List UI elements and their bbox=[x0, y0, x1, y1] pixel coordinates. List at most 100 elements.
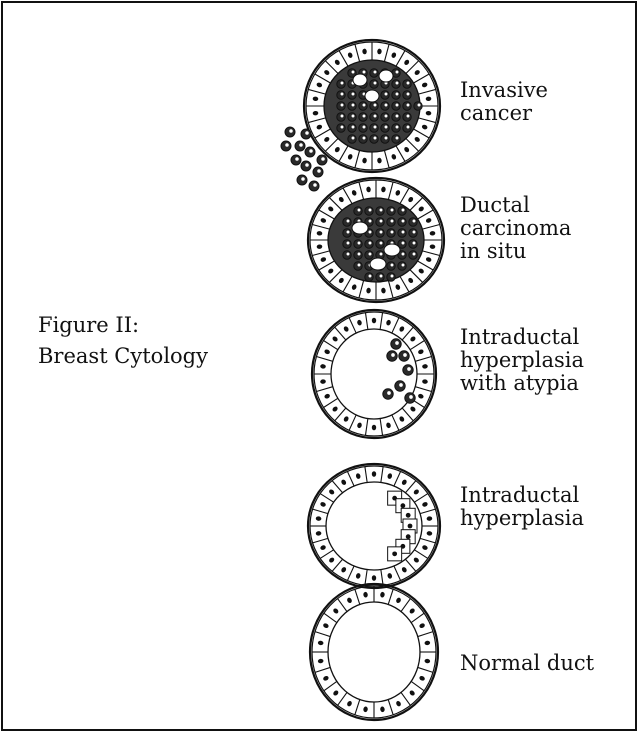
cell-nucleus bbox=[409, 335, 416, 342]
carcinoma-cell-highlight bbox=[385, 126, 388, 129]
cell-wall bbox=[343, 188, 352, 204]
cell-nucleus bbox=[381, 186, 386, 192]
carcinoma-cell-highlight bbox=[369, 242, 372, 245]
duct-lumen-boundary bbox=[328, 602, 420, 702]
cell-wall bbox=[396, 146, 405, 162]
duct-basement-line bbox=[312, 586, 436, 718]
cell-nucleus bbox=[355, 473, 361, 480]
carcinoma-cell-highlight bbox=[396, 93, 399, 96]
carcinoma-cell-highlight bbox=[402, 220, 405, 223]
cell-wall bbox=[343, 276, 352, 292]
atypical-cell-highlight bbox=[387, 391, 391, 395]
cell-nucleus bbox=[328, 557, 335, 564]
carcinoma-cell-highlight bbox=[352, 137, 355, 140]
cell-nucleus bbox=[362, 157, 367, 163]
cell-wall bbox=[414, 129, 430, 138]
cell-nucleus bbox=[328, 488, 335, 495]
cell-nucleus bbox=[387, 573, 393, 580]
carcinoma-cell-highlight bbox=[341, 115, 344, 118]
cell-nucleus bbox=[318, 658, 324, 663]
carcinoma-cell-highlight bbox=[407, 93, 410, 96]
cell-wall bbox=[410, 340, 424, 349]
carcinoma-cell-highlight bbox=[347, 242, 350, 245]
carcinoma-cell-highlight bbox=[347, 231, 350, 234]
cell-nucleus bbox=[318, 640, 324, 645]
cell-wall bbox=[339, 146, 348, 162]
cell-nucleus bbox=[413, 557, 420, 564]
lumen-space bbox=[365, 90, 379, 102]
cell-nucleus bbox=[418, 206, 425, 213]
cell-nucleus bbox=[418, 268, 425, 275]
cell-wall bbox=[316, 387, 332, 392]
duct-basement-line bbox=[314, 312, 434, 436]
cell-nucleus bbox=[338, 277, 345, 284]
cell-wall bbox=[308, 118, 325, 123]
carcinoma-cell-highlight bbox=[352, 104, 355, 107]
cell-nucleus bbox=[377, 157, 382, 163]
carcinoma-cell-highlight bbox=[402, 264, 405, 267]
cell-nucleus bbox=[417, 393, 424, 399]
cell-nucleus bbox=[425, 96, 431, 101]
carcinoma-cell-highlight bbox=[363, 137, 366, 140]
cell-wall bbox=[420, 509, 435, 514]
cell-wall bbox=[384, 44, 389, 61]
invading-cell-highlight bbox=[305, 131, 309, 135]
carcinoma-cell-highlight bbox=[413, 242, 416, 245]
cell-wall bbox=[400, 276, 409, 292]
cell-nucleus bbox=[422, 364, 428, 369]
cell-nucleus bbox=[332, 335, 339, 342]
cell-nucleus bbox=[407, 277, 414, 284]
cell-nucleus bbox=[316, 244, 322, 249]
cell-wall bbox=[315, 632, 330, 637]
cell-nucleus bbox=[320, 501, 327, 507]
invading-cell-highlight bbox=[289, 129, 293, 133]
cell-wall bbox=[315, 667, 330, 672]
carcinoma-cell-highlight bbox=[391, 220, 394, 223]
cell-nucleus bbox=[315, 516, 321, 521]
cell-wall bbox=[315, 74, 331, 83]
cell-nucleus bbox=[357, 422, 363, 429]
cell-nucleus bbox=[406, 534, 411, 539]
cell-wall bbox=[349, 415, 356, 430]
cell-nucleus bbox=[386, 319, 392, 326]
duct-illustration-normal-duct bbox=[296, 580, 456, 720]
cell-nucleus bbox=[343, 325, 350, 332]
cell-nucleus bbox=[429, 231, 435, 236]
carcinoma-cell-highlight bbox=[374, 71, 377, 74]
cell-nucleus bbox=[327, 268, 334, 275]
cell-wall bbox=[392, 415, 399, 430]
cell-wall bbox=[380, 419, 382, 436]
cell-wall bbox=[316, 357, 332, 362]
cell-nucleus bbox=[320, 217, 327, 223]
cell-wall bbox=[411, 681, 424, 690]
cell-nucleus bbox=[320, 379, 326, 384]
lumen-space bbox=[370, 258, 386, 270]
cell-nucleus bbox=[386, 422, 392, 429]
cell-wall bbox=[394, 566, 401, 581]
carcinoma-cell-highlight bbox=[407, 104, 410, 107]
atypical-cell-highlight bbox=[407, 367, 411, 371]
cell-nucleus bbox=[362, 48, 367, 54]
duct-illustration-dcis bbox=[296, 170, 456, 310]
carcinoma-cell-highlight bbox=[413, 220, 416, 223]
cell-wall bbox=[381, 467, 383, 483]
carcinoma-cell-highlight bbox=[358, 253, 361, 256]
cell-nucleus bbox=[395, 284, 401, 291]
carcinoma-cell-highlight bbox=[391, 209, 394, 212]
atypical-cell-highlight bbox=[391, 353, 395, 357]
cell-wall bbox=[347, 471, 354, 486]
cell-nucleus bbox=[346, 700, 352, 707]
cell-wall bbox=[384, 150, 389, 167]
carcinoma-cell-highlight bbox=[341, 126, 344, 129]
cell-nucleus bbox=[387, 473, 393, 480]
cell-nucleus bbox=[421, 544, 428, 550]
carcinoma-cell-highlight bbox=[380, 209, 383, 212]
cell-wall bbox=[414, 74, 430, 83]
cell-nucleus bbox=[312, 111, 318, 116]
cell-nucleus bbox=[419, 675, 426, 681]
cell-wall bbox=[388, 700, 393, 715]
atypical-cell-highlight bbox=[399, 383, 403, 387]
invading-cell-highlight bbox=[309, 149, 313, 153]
cell-wall bbox=[349, 318, 356, 333]
cell-nucleus bbox=[401, 479, 408, 486]
